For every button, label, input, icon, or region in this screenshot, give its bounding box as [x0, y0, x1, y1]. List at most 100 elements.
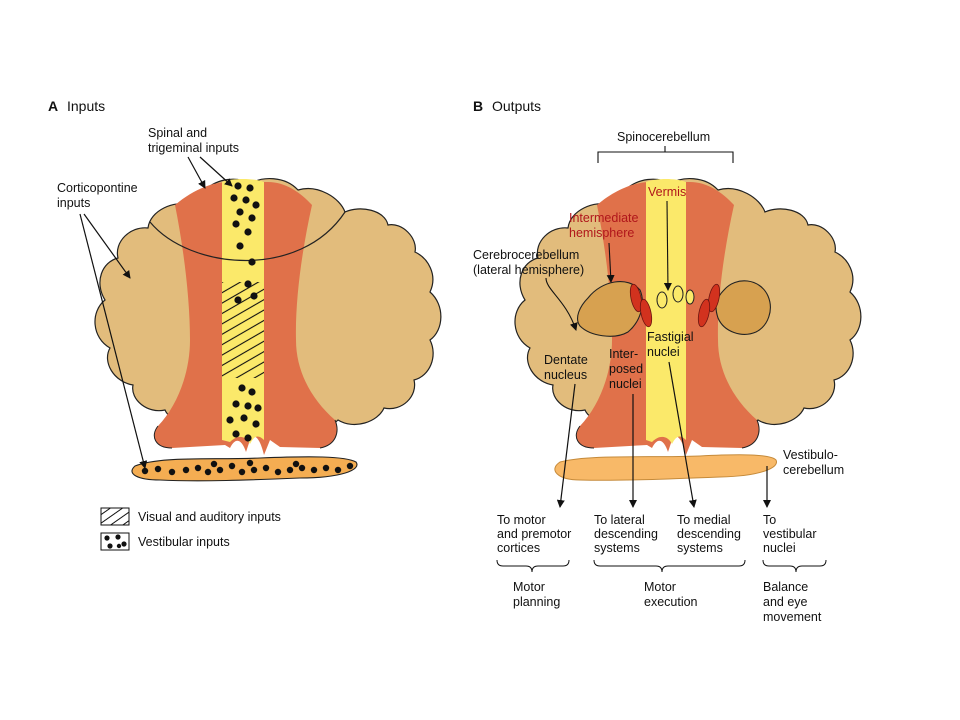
target-3-line3: systems	[677, 541, 723, 555]
spinal-arrow-2	[199, 156, 233, 187]
vestibular-dot	[210, 460, 218, 468]
intermediate-label-line2: hemisphere	[569, 226, 634, 240]
fastigial-label-line2: nuclei	[647, 345, 680, 359]
target-4-line2: vestibular	[763, 527, 817, 541]
vestibular-dot	[234, 182, 242, 190]
vestibular-dot	[310, 466, 318, 474]
vestibular-dot	[250, 466, 258, 474]
vermis-arrow	[663, 200, 672, 291]
vestibular-dot	[238, 384, 246, 392]
vermis-strip-b	[646, 179, 686, 444]
fastigial-nuclei	[656, 285, 695, 309]
target-1-line2: and premotor	[497, 527, 571, 541]
panel-b-title: Outputs	[492, 98, 541, 114]
spinal-label-line1: Spinal and	[148, 126, 207, 140]
dentate-label-line2: nucleus	[544, 368, 587, 382]
vestibular-dot	[292, 460, 300, 468]
legend-vestibular: Vestibular inputs	[138, 535, 230, 549]
cerebrocerebellum-label-line2: (lateral hemisphere)	[473, 263, 584, 277]
panel-a-letter: A	[48, 98, 58, 114]
interposed-label-line2: posed	[609, 362, 643, 376]
vestibular-dot	[238, 468, 246, 476]
flocculonodular-band-a	[131, 456, 358, 482]
vestibular-dot	[244, 228, 252, 236]
function-motor-execution: Motor execution	[644, 580, 698, 609]
target-4-line1: To	[763, 513, 776, 527]
vestibular-dot	[334, 466, 342, 474]
vestibular-dot	[298, 464, 306, 472]
vestibular-dot	[141, 467, 149, 475]
vestibular-dot	[246, 459, 254, 467]
vestibular-dot	[346, 462, 354, 470]
vestibular-dot	[240, 414, 248, 422]
intermediate-label-line1: Intermediate	[569, 211, 639, 225]
vestibular-dot	[244, 402, 252, 410]
peduncle-outline-b	[575, 419, 760, 449]
cerebrocerebellum-label-line1: Cerebrocerebellum	[473, 248, 579, 262]
brace-motor-execution	[593, 559, 746, 573]
vestibular-dot	[286, 466, 294, 474]
function-3-line2: and eye	[763, 595, 808, 609]
target-4: To vestibular nuclei	[763, 513, 817, 555]
vestibular-dot	[262, 464, 270, 472]
dentate-label-line1: Dentate	[544, 353, 588, 367]
panel-b: B Outputs Spinocerebellum Vermis	[473, 98, 862, 624]
target-3-line2: descending	[677, 527, 741, 541]
spinal-label-line2: trigeminal inputs	[148, 141, 239, 155]
spinocerebellum-label: Spinocerebellum	[617, 130, 710, 144]
interposed-label-line1: Inter-	[609, 347, 638, 361]
vestibular-dot	[252, 420, 260, 428]
target-1: To motor and premotor cortices	[497, 513, 571, 555]
target-2-line3: systems	[594, 541, 640, 555]
vestibular-dot	[204, 468, 212, 476]
spinocerebellum-bracket	[597, 146, 734, 163]
corticopontine-arrow-1	[83, 213, 131, 279]
vestibular-dot	[322, 464, 330, 472]
legend-visual-auditory: Visual and auditory inputs	[138, 510, 281, 524]
fastigial-label-line1: Fastigial	[647, 330, 694, 344]
vestibular-dot	[154, 465, 162, 473]
legend-dots	[104, 534, 127, 549]
vestibular-dot	[232, 430, 240, 438]
fastigial-output-arrow	[668, 361, 697, 508]
vestibular-dot	[232, 400, 240, 408]
vestibular-dot	[274, 468, 282, 476]
function-balance: Balance and eye movement	[763, 580, 822, 624]
vestibular-dot	[244, 280, 252, 288]
vestibular-dot	[252, 201, 260, 209]
interposed-nuclei	[629, 283, 721, 328]
vestibular-dot	[246, 184, 254, 192]
spinal-arrow-1	[187, 156, 206, 189]
vestibular-dot	[248, 214, 256, 222]
vestibular-dot	[228, 462, 236, 470]
legend-dots-swatch	[100, 532, 130, 551]
function-1-line1: Motor	[513, 580, 545, 594]
vestibular-dots-vermis	[226, 182, 262, 442]
visual-auditory-region	[222, 282, 264, 378]
vestibular-dot	[236, 242, 244, 250]
cerebrocerebellum-arrow	[545, 277, 578, 331]
interposed-label-line3: nuclei	[609, 377, 642, 391]
vestibular-dot	[232, 220, 240, 228]
target-3: To medial descending systems	[677, 513, 741, 555]
vestibular-dot	[168, 468, 176, 476]
function-2-line1: Motor	[644, 580, 676, 594]
dentate-nucleus-right	[715, 280, 771, 335]
target-1-line1: To motor	[497, 513, 546, 527]
function-3-line3: movement	[763, 610, 822, 624]
target-2-line1: To lateral	[594, 513, 645, 527]
vestibular-dot	[216, 466, 224, 474]
primary-fissure-a	[149, 211, 346, 262]
vestibular-dot	[248, 258, 256, 266]
vestibular-dot	[248, 388, 256, 396]
vestibular-dot	[244, 434, 252, 442]
function-1-line2: planning	[513, 595, 560, 609]
vestibular-dot	[226, 416, 234, 424]
vestibular-dot	[250, 292, 258, 300]
panel-a: A Inputs Spinal and trigeminal inputs Co…	[48, 98, 442, 551]
vestibular-dot	[230, 194, 238, 202]
peduncle-outline-a	[153, 419, 338, 449]
function-motor-planning: Motor planning	[513, 580, 560, 609]
target-3-line1: To medial	[677, 513, 731, 527]
